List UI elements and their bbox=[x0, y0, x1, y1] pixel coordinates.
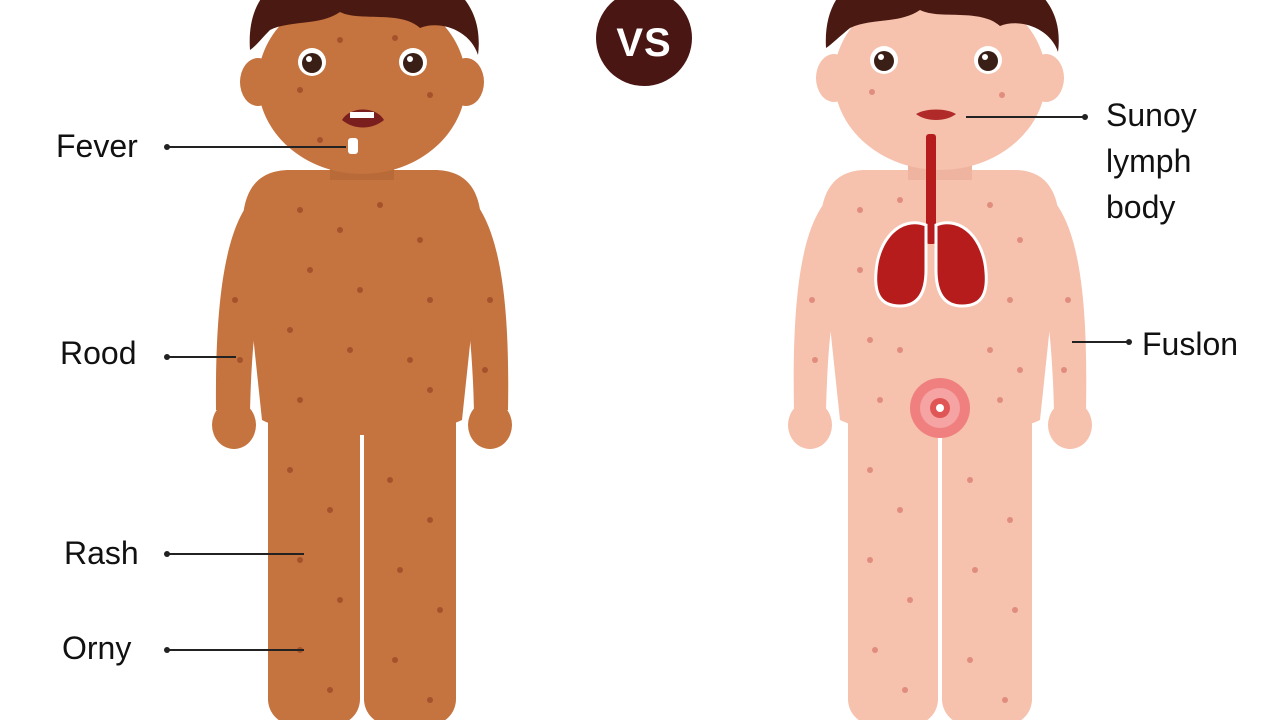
right-child-mouth bbox=[916, 109, 956, 120]
label-rood: Rood bbox=[60, 335, 137, 371]
right-child-left-leg bbox=[848, 395, 938, 720]
label-sunoy-lymph-body: Sunoy lymph body bbox=[1106, 92, 1197, 230]
left-child-left-leg bbox=[268, 395, 360, 720]
left-child-head bbox=[258, 0, 466, 174]
label-body: body bbox=[1106, 189, 1176, 225]
leader-line-fever bbox=[166, 146, 346, 148]
vs-label: VS bbox=[616, 20, 672, 65]
label-fever: Fever bbox=[56, 128, 138, 164]
leader-dot-sunoy bbox=[1082, 114, 1088, 120]
right-child-body bbox=[788, 0, 1092, 720]
vs-badge: VS bbox=[596, 0, 692, 86]
right-child-right-hand bbox=[1048, 401, 1092, 449]
right-child-right-leg bbox=[942, 395, 1032, 720]
label-orny: Orny bbox=[62, 630, 132, 666]
left-child-torso bbox=[242, 170, 482, 435]
left-child-body bbox=[212, 0, 512, 720]
leader-line-fuslon bbox=[1072, 341, 1128, 343]
thermometer-icon bbox=[348, 138, 358, 154]
label-fuslon: Fuslon bbox=[1142, 326, 1239, 362]
left-child-hair bbox=[249, 0, 479, 55]
right-child-hair bbox=[825, 0, 1059, 52]
leader-line-rood bbox=[166, 356, 236, 358]
leader-line-rash bbox=[166, 553, 304, 555]
label-lymph: lymph bbox=[1106, 143, 1192, 179]
left-lung-icon bbox=[874, 221, 928, 308]
label-sunoy: Sunoy bbox=[1106, 97, 1197, 133]
right-child-spots bbox=[809, 89, 1071, 703]
trachea-icon bbox=[926, 134, 936, 244]
right-lung-icon bbox=[934, 221, 988, 308]
leader-line-orny bbox=[166, 649, 304, 651]
right-child-head bbox=[834, 0, 1046, 170]
leader-line-sunoy bbox=[966, 116, 1084, 118]
right-child-left-hand bbox=[788, 401, 832, 449]
left-child-left-hand bbox=[212, 401, 256, 449]
label-rash: Rash bbox=[64, 535, 139, 571]
left-child-right-leg bbox=[364, 395, 456, 720]
right-child-torso bbox=[820, 170, 1060, 435]
left-child-right-hand bbox=[468, 401, 512, 449]
leader-dot-fuslon bbox=[1126, 339, 1132, 345]
